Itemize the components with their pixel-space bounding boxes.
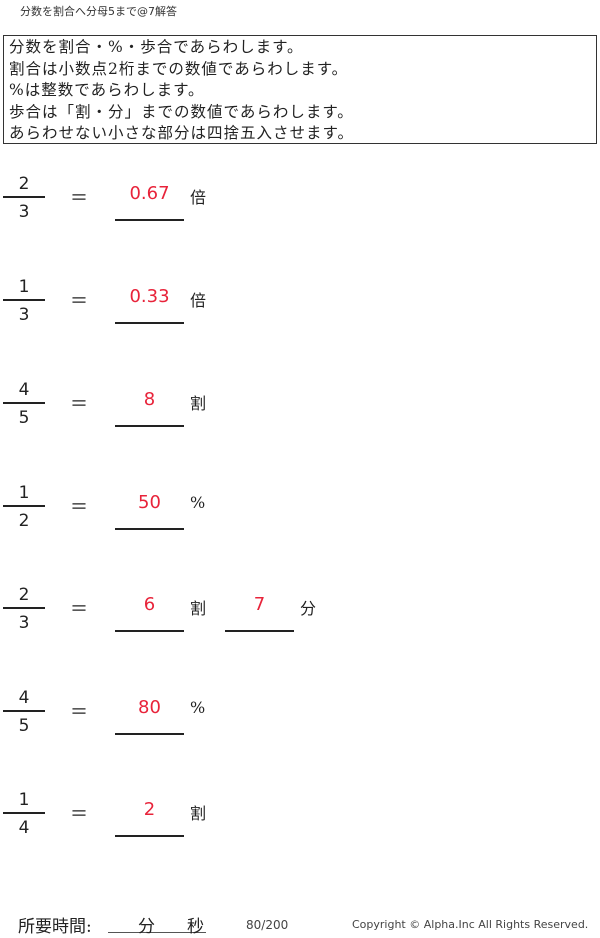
fraction-bar [3,505,45,507]
problem-row: 2 3 ＝ 6 割 7 分 [0,585,600,667]
answer-underline [225,630,294,632]
answer-value: 80 [138,697,161,718]
answer-unit: 割 [190,599,207,618]
answer-unit: 倍 [190,291,207,310]
time-label: 所要時間: [18,917,92,937]
answer-underline [115,733,184,735]
problem-row: 2 3 ＝ 0.67 倍 [0,174,600,256]
problem-row: 4 5 ＝ 8 割 [0,380,600,462]
answer-unit: % [190,698,206,717]
fraction-bar [3,812,45,814]
answer-unit: % [190,493,206,512]
fraction-bar [3,710,45,712]
denominator: 3 [18,202,30,222]
denominator: 4 [18,818,30,838]
answer-value: 0.33 [129,286,170,307]
equals-sign: ＝ [70,291,88,312]
instruction-line: 割合は小数点2桁までの数値であらわします。 [9,59,349,78]
fraction-bar [3,607,45,609]
seconds-label: 秒 [187,917,204,937]
denominator: 5 [18,408,30,428]
instruction-line: %は整数であらわします。 [9,81,205,99]
fraction-bar [3,402,45,404]
answer-underline [115,528,184,530]
answer-value: 2 [143,799,156,820]
numerator: 1 [18,483,30,503]
answer-value: 50 [138,492,161,513]
equals-sign: ＝ [70,804,88,825]
minutes-label: 分 [138,917,155,937]
page-number: 80/200 [246,918,289,932]
answer-underline [115,425,184,427]
answer-underline [115,630,184,632]
answer-value: 8 [143,389,156,410]
problem-row: 1 2 ＝ 50 % [0,483,600,565]
numerator: 2 [18,585,30,605]
instructions-box: 分数を割合・%・歩合であらわします。 割合は小数点2桁までの数値であらわします。… [3,35,597,144]
fraction-bar [3,196,45,198]
problem-row: 1 3 ＝ 0.33 倍 [0,277,600,359]
answer-value: 0.67 [129,183,170,204]
fraction-bar [3,299,45,301]
equals-sign: ＝ [70,188,88,209]
equals-sign: ＝ [70,394,88,415]
problem-row: 4 5 ＝ 80 % [0,688,600,770]
instruction-line: 分数を割合・%・歩合であらわします。 [9,38,304,56]
denominator: 2 [18,511,30,531]
answer-underline [115,835,184,837]
answer-value: 6 [143,594,156,615]
instruction-line: あらわせない小さな部分は四捨五入させます。 [9,124,354,142]
time-underline [108,932,206,933]
copyright: Copyright © Alpha.Inc All Rights Reserve… [352,918,589,931]
denominator: 3 [18,613,30,633]
answer-value: 7 [253,594,266,615]
numerator: 4 [18,380,30,400]
answer-unit: 割 [190,804,207,823]
answer-unit: 倍 [190,188,207,207]
numerator: 1 [18,790,30,810]
equals-sign: ＝ [70,599,88,620]
equals-sign: ＝ [70,702,88,723]
denominator: 5 [18,716,30,736]
answer-underline [115,219,184,221]
denominator: 3 [18,305,30,325]
numerator: 1 [18,277,30,297]
instruction-line: 歩合は「割・分」までの数値であらわします。 [9,102,354,121]
numerator: 2 [18,174,30,194]
equals-sign: ＝ [70,497,88,518]
answer-underline [115,322,184,324]
answer-unit: 割 [190,394,207,413]
answer-unit: 分 [300,599,317,618]
numerator: 4 [18,688,30,708]
problem-row: 1 4 ＝ 2 割 [0,790,600,872]
worksheet-title: 分数を割合へ分母5まで@7解答 [20,5,177,18]
